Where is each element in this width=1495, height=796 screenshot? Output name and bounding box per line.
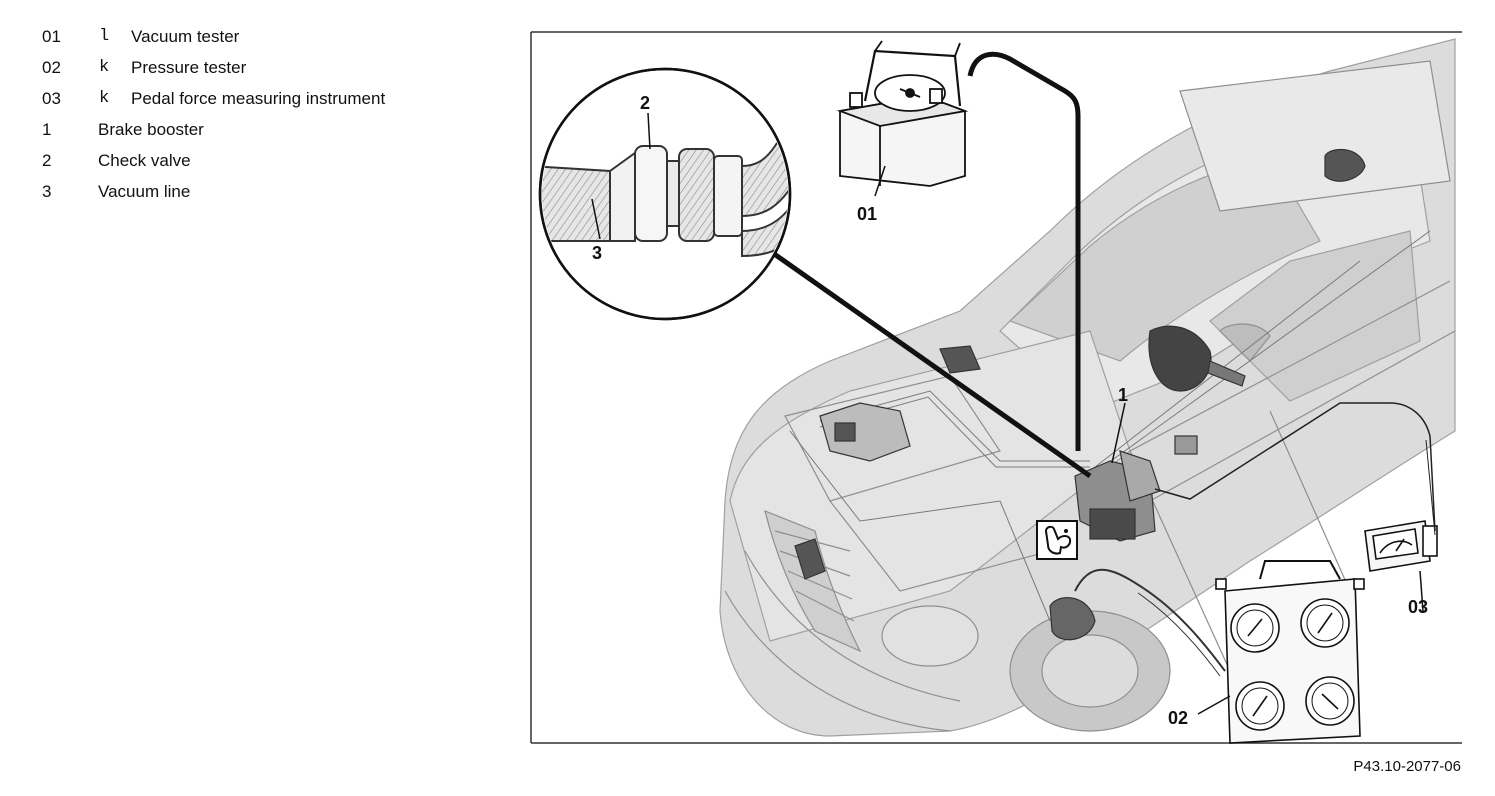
car-details — [724, 60, 1456, 732]
legend-text: Pressure tester — [131, 58, 247, 77]
diagram-canvas: 2 3 01 — [530, 31, 1462, 744]
legend-text: Check valve — [98, 151, 191, 170]
legend-flag: l — [99, 27, 110, 46]
legend-code: 1 — [42, 120, 52, 139]
legend-text: Vacuum tester — [131, 27, 240, 46]
callout-2: 2 — [640, 93, 650, 113]
figure-id: P43.10-2077-06 — [1353, 758, 1461, 775]
legend-code: 3 — [42, 182, 52, 201]
legend-text: Vacuum line — [98, 182, 191, 201]
pressure-tester: 02 — [1168, 560, 1365, 744]
callout-1: 1 — [1118, 385, 1128, 405]
legend-flag: k — [99, 58, 110, 77]
figure-frame — [530, 31, 1462, 744]
wrench-hook-icon — [1036, 520, 1078, 560]
legend-text: Brake booster — [98, 120, 204, 139]
vacuum-tester: 01 — [836, 40, 969, 224]
zoom-leader-line — [768, 248, 1092, 479]
legend-flag: k — [99, 89, 110, 108]
pedal-force-instrument: 03 — [1364, 520, 1438, 617]
callout-01: 01 — [857, 204, 877, 224]
legend-code: 01 — [42, 27, 61, 46]
callout-02: 02 — [1168, 708, 1188, 728]
callout-3: 3 — [592, 243, 602, 263]
legend-code: 02 — [42, 58, 61, 77]
brake-booster-diagram: 2 3 01 — [530, 31, 1463, 744]
legend-code: 2 — [42, 151, 52, 170]
pedal-instrument-cable — [1154, 402, 1436, 532]
callout-1-leader — [1111, 402, 1126, 464]
pressure-tester-hose — [1074, 568, 1226, 672]
legend-text: Pedal force measuring instrument — [131, 89, 386, 108]
check-valve-detail: 2 3 — [538, 67, 792, 321]
vacuum-tester-hose — [967, 51, 1081, 451]
callout-03: 03 — [1408, 597, 1428, 617]
engine-components — [794, 148, 1366, 641]
legend-code: 03 — [42, 89, 61, 108]
